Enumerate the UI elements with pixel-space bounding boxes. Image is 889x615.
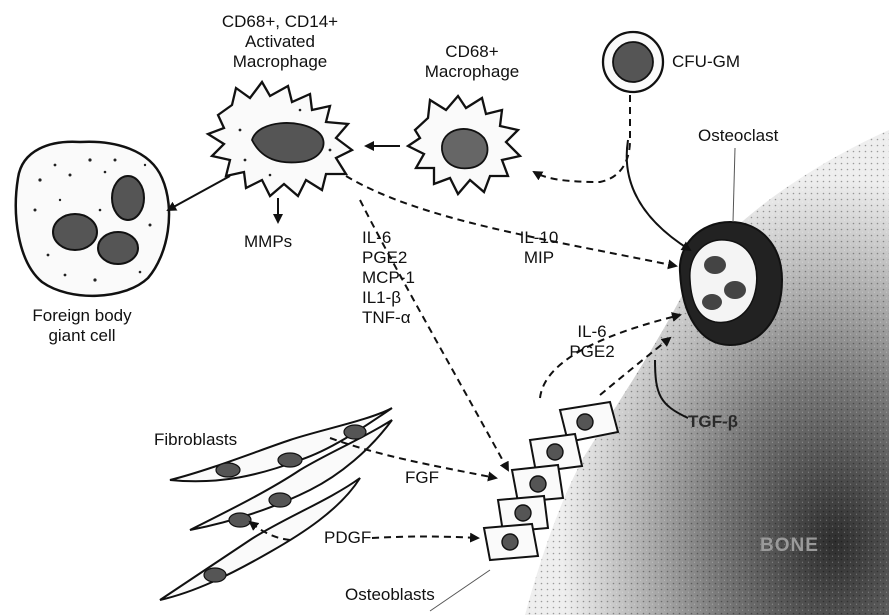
label-cytokine-il6: IL-6 — [362, 228, 415, 248]
label-il6-b: IL-6 — [560, 322, 624, 342]
label-macrophage-line2: Macrophage — [412, 62, 532, 82]
label-activated-macrophage-line3: Macrophage — [205, 52, 355, 72]
label-bone: BONE — [760, 536, 819, 556]
label-il10-mip: IL-10 MIP — [504, 228, 574, 268]
label-il10: IL-10 — [504, 228, 574, 248]
label-mip: MIP — [504, 248, 574, 268]
label-macrophage: CD68+ Macrophage — [412, 42, 532, 82]
label-cytokine-pge2: PGE2 — [362, 248, 415, 268]
label-osteoblasts: Osteoblasts — [345, 585, 435, 605]
label-fibroblasts: Fibroblasts — [154, 430, 237, 450]
label-osteoclast: Osteoclast — [698, 126, 778, 146]
label-cfu-gm: CFU-GM — [672, 52, 740, 72]
label-tgf-beta: TGF-β — [688, 412, 738, 432]
label-fgf: FGF — [405, 468, 439, 488]
activated-macrophage-cell — [208, 82, 352, 196]
label-pdgf: PDGF — [324, 528, 371, 548]
label-pge2-b: PGE2 — [560, 342, 624, 362]
label-cytokine-tnfa: TNF-α — [362, 308, 415, 328]
label-cytokine-mcp1: MCP-1 — [362, 268, 415, 288]
label-mmps: MMPs — [244, 232, 292, 252]
label-cytokine-il1b: IL1-β — [362, 288, 415, 308]
label-activated-macrophage-line2: Activated — [205, 32, 355, 52]
label-foreign-body-giant-cell: Foreign body giant cell — [22, 306, 142, 346]
bone-region — [525, 130, 889, 615]
label-macrophage-line1: CD68+ — [412, 42, 532, 62]
label-activated-macrophage-line1: CD68+, CD14+ — [205, 12, 355, 32]
label-activated-macrophage: CD68+, CD14+ Activated Macrophage — [205, 12, 355, 72]
osteoclast-cell — [680, 222, 782, 345]
label-il6-pge2: IL-6 PGE2 — [560, 322, 624, 362]
macrophage-cell — [408, 96, 520, 194]
label-cytokine-list: IL-6 PGE2 MCP-1 IL1-β TNF-α — [362, 228, 415, 328]
label-foreign-body-line2: giant cell — [22, 326, 142, 346]
foreign-body-giant-cell — [16, 142, 169, 296]
label-foreign-body-line1: Foreign body — [22, 306, 142, 326]
cfu-gm-cell — [603, 32, 663, 92]
